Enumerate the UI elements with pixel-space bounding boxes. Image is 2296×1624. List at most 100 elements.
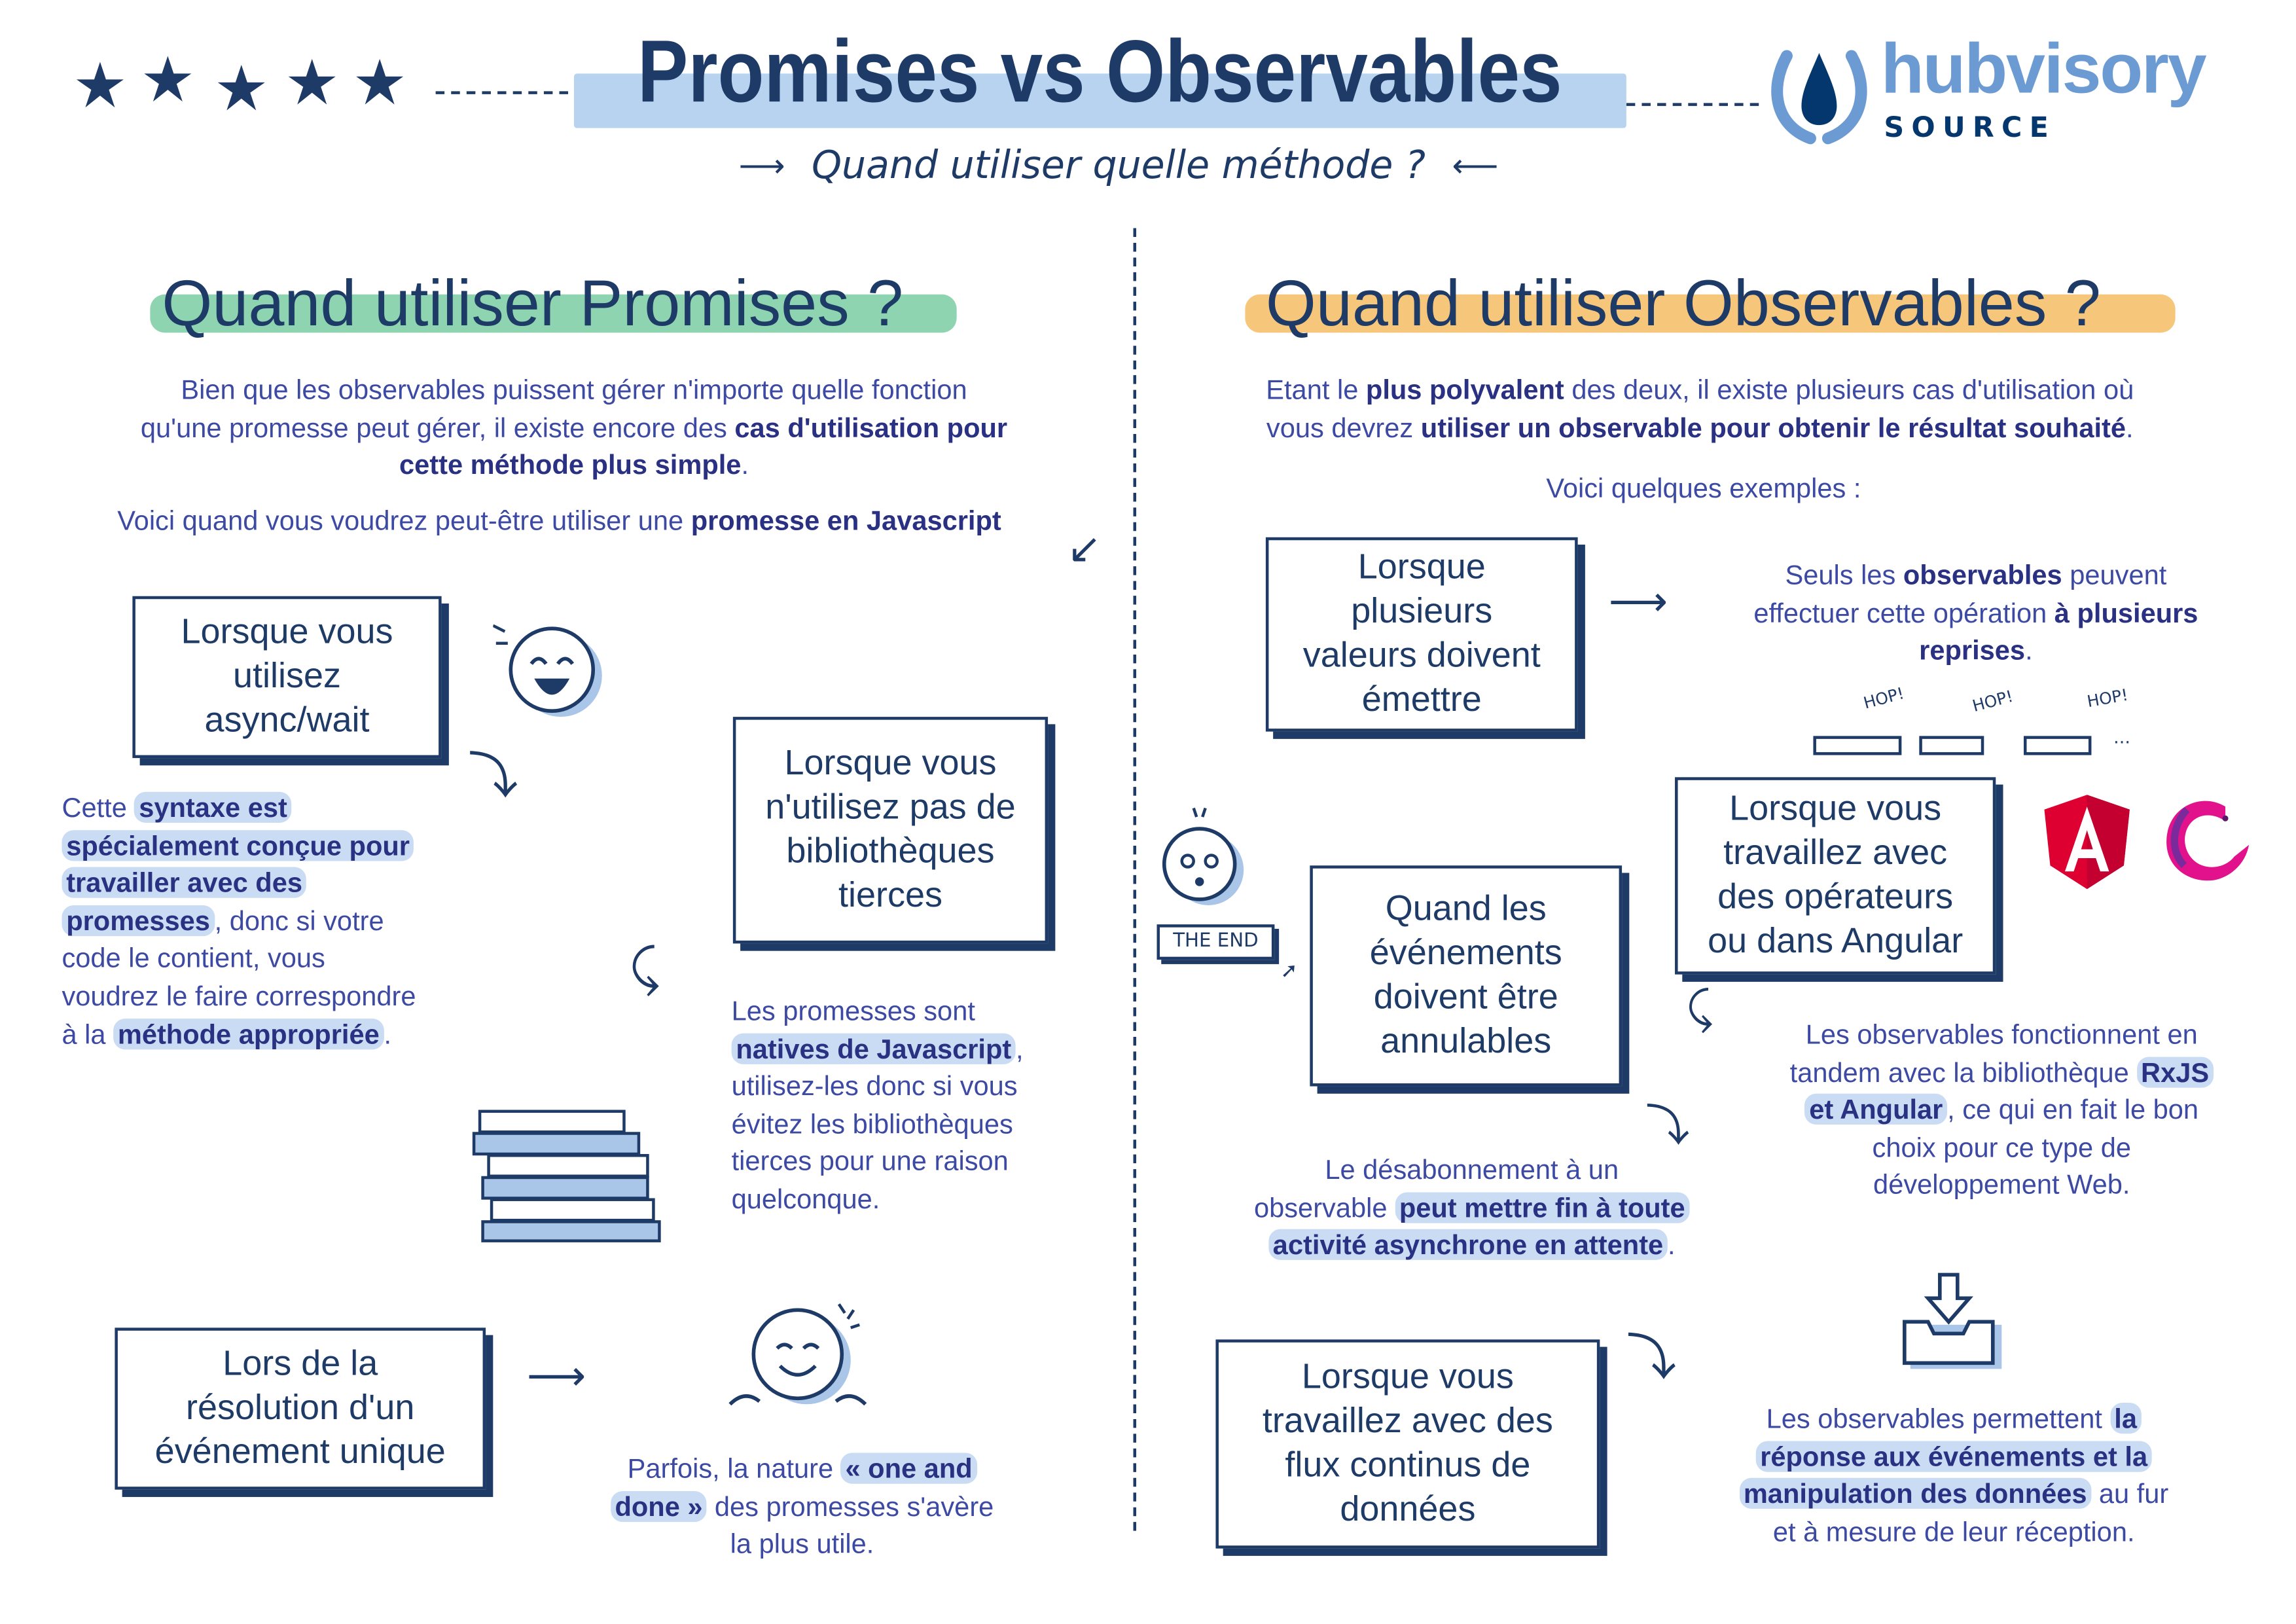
highlighted-text: natives de Javascript <box>731 1032 1016 1064</box>
text-line: promesses, donc si votre <box>62 902 416 940</box>
arrow-right-icon: ⟶ <box>1608 577 1668 626</box>
subtitle: Quand utiliser quelle méthode ? <box>812 144 1426 189</box>
card-text: utilisez <box>233 656 341 696</box>
page-title: Promises vs Observables <box>637 22 1563 121</box>
text: Parfois, la nature <box>627 1453 841 1484</box>
text: . <box>2126 411 2134 442</box>
text-line: annulables <box>1380 1020 1551 1064</box>
cursor-icon: ➚ <box>1280 960 1298 984</box>
curved-arrow-icon: ⤵ <box>468 748 518 807</box>
bold-text: cas d'utilisation pour <box>734 411 1008 442</box>
hop-diagram: HOP! HOP! HOP! ... <box>1810 684 2149 756</box>
card-text: tierces <box>838 875 942 916</box>
page-title-wrap: Promises vs Observables <box>574 20 1626 122</box>
text: Seuls les <box>1785 559 1903 590</box>
text-line: Les observables permettent la <box>1670 1400 2237 1438</box>
card-text: résolution d'un <box>186 1388 415 1428</box>
text-line: travaillez avec <box>1723 832 1947 876</box>
text: au fur <box>2091 1478 2169 1509</box>
text-line: Lorsque <box>1358 546 1486 590</box>
text-line: événement unique <box>155 1431 446 1475</box>
text: . <box>2025 634 2033 666</box>
text: qu'une promesse peut gérer, il existe en… <box>140 411 735 442</box>
logo-subtitle: SOURCE <box>1884 111 2056 145</box>
title-highlight <box>574 73 1626 128</box>
arrow-right-icon: ⟶ <box>527 1351 586 1400</box>
text-line: Le désabonnement à un <box>1177 1151 1766 1189</box>
text: . <box>1667 1229 1676 1261</box>
text-line: Seuls les observables peuvent <box>1693 556 2259 594</box>
card-text: valeurs doivent <box>1302 636 1541 676</box>
text: développement Web. <box>1873 1169 2130 1200</box>
highlighted-text: RxJS <box>2136 1056 2214 1087</box>
text: des deux, il existe plusieurs cas d'util… <box>1564 374 2134 405</box>
text: code le contient, vous <box>62 943 325 974</box>
text-line: émettre <box>1362 679 1482 723</box>
bold-text: cette méthode plus simple <box>399 449 742 480</box>
promises-lead: Voici quand vous voudrez peut-être utili… <box>59 502 1060 540</box>
text: observable <box>1253 1191 1395 1223</box>
text-line: async/wait <box>205 699 370 743</box>
happy-face-icon <box>728 1303 867 1406</box>
subtitle-arrow-left: ⟶ <box>738 147 785 185</box>
card-text: Lorsque vous <box>784 743 997 784</box>
text: , <box>1016 1032 1024 1064</box>
text-line: Voici quelques exemples : <box>1413 469 1994 507</box>
text-line: Quand les <box>1386 888 1547 931</box>
curved-arrow-icon: ⤹ <box>1687 983 1713 1035</box>
text-line: et à mesure de leur réception. <box>1670 1513 2237 1551</box>
text-line: événements <box>1370 931 1562 975</box>
text-line: quelconque. <box>732 1180 1024 1218</box>
text-line: spécialement conçue pour <box>62 827 416 865</box>
text-line: travaillez avec des <box>1263 1400 1553 1444</box>
bold-text: reprises <box>1919 634 2026 666</box>
text-line: voudrez le faire correspondre <box>62 977 416 1015</box>
text: vous devrez <box>1266 411 1421 442</box>
text-line: code le contient, vous <box>62 940 416 978</box>
highlighted-text: travailler avec des <box>62 867 307 899</box>
text: . <box>741 449 749 480</box>
text-line: et Angular, ce qui en fait le bon <box>1722 1091 2282 1129</box>
text: Les observables permettent <box>1766 1403 2110 1434</box>
text: quelconque. <box>731 1183 880 1215</box>
card-text: Lorsque vous <box>1729 789 1942 829</box>
observables-heading: Quand utiliser Observables ? <box>1265 268 2101 340</box>
subtitle-row: ⟶ Quand utiliser quelle méthode ? ⟵ <box>530 144 1708 188</box>
text-line: reprises. <box>1693 632 2259 670</box>
text: , donc si votre <box>214 905 384 936</box>
step-block <box>1813 736 1902 755</box>
text-line: évitez les bibliothèques <box>732 1105 1024 1143</box>
highlighted-text: manipulation des données <box>1739 1478 2092 1509</box>
text-line: Cette syntaxe est <box>62 789 416 827</box>
text: Etant le <box>1266 374 1366 405</box>
text: Voici quelques exemples : <box>1546 472 1861 504</box>
text: , ce qui en fait le bon <box>1947 1094 2199 1125</box>
text-line: Lorsque vous <box>784 742 996 785</box>
text-line: doivent être <box>1374 976 1558 1020</box>
text: choix pour ce type de <box>1872 1131 2131 1163</box>
highlighted-text: syntaxe est <box>134 791 292 823</box>
card-text: flux continus de <box>1285 1445 1531 1485</box>
text: Cette <box>62 791 135 823</box>
card-text: événement unique <box>154 1432 446 1472</box>
text-line: valeurs doivent <box>1303 634 1541 678</box>
dashed-line-right <box>1626 103 1759 106</box>
highlighted-text: promesses <box>62 905 215 936</box>
bold-text: à plusieurs <box>2054 597 2198 628</box>
logo-drop-icon <box>1771 50 1867 145</box>
text-line: Bien que les observables puissent gérer … <box>59 371 1089 409</box>
promises-heading-highlight <box>150 294 957 333</box>
text: à la <box>62 1018 114 1049</box>
card-text: travaillez avec des <box>1262 1401 1553 1441</box>
text-line: manipulation des données au fur <box>1670 1475 2237 1513</box>
highlighted-text: et Angular <box>1804 1094 1948 1125</box>
text: évitez les bibliothèques <box>731 1108 1013 1140</box>
